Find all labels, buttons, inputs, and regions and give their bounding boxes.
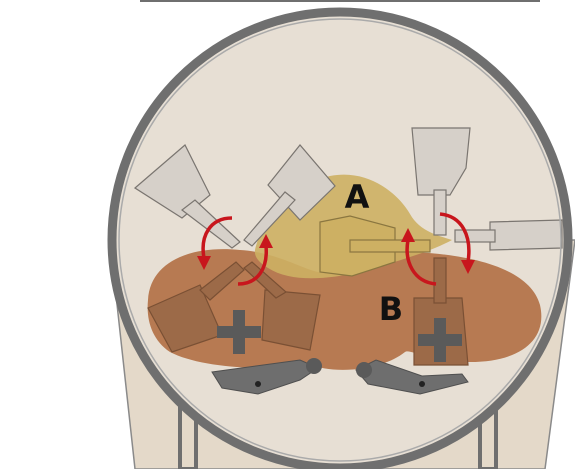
right-rotor-arm-4 <box>434 258 446 303</box>
label-region-b: B <box>379 290 403 328</box>
left-rotor-blade-4 <box>262 290 320 350</box>
right-rotor-arm-3 <box>350 240 430 252</box>
right-rotor-arm-2 <box>455 230 495 242</box>
right-rotor-blade-2 <box>490 220 562 250</box>
label-region-a: A <box>345 178 370 216</box>
right-rotor-arm-1 <box>434 190 446 235</box>
